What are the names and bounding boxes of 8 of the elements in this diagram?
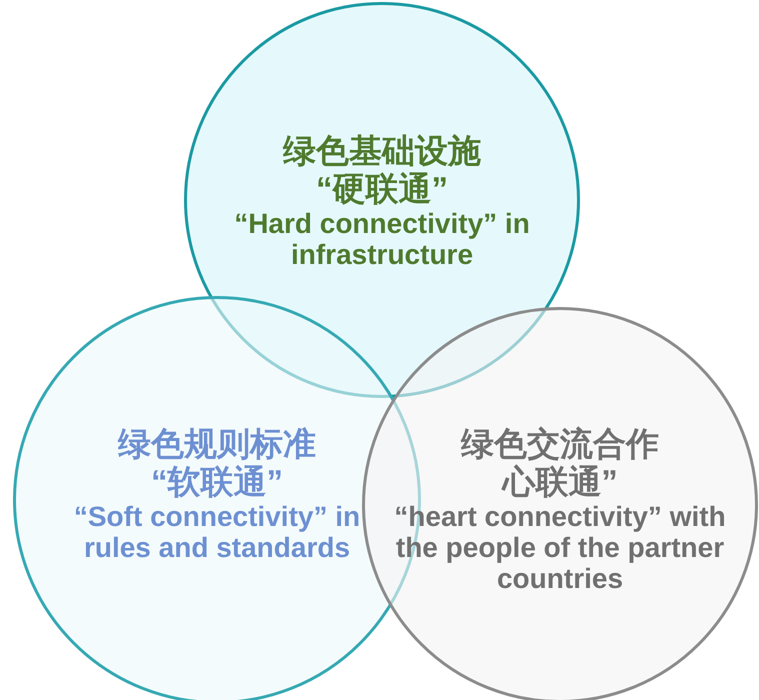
circle-subheading: “硬联通” <box>315 170 449 208</box>
circle-subheading: “软联通” <box>150 463 284 501</box>
circle-subheading: 心联通” <box>500 463 619 501</box>
circle-description: “Soft connectivity” in rules and standards <box>72 501 362 563</box>
circle-description: “Hard connectivity” in infrastructure <box>233 208 531 270</box>
circle-heading: 绿色基础设施 <box>282 132 482 170</box>
circle-heading: 绿色交流合作 <box>460 425 660 463</box>
circle-heading: 绿色规则标准 <box>116 425 317 463</box>
